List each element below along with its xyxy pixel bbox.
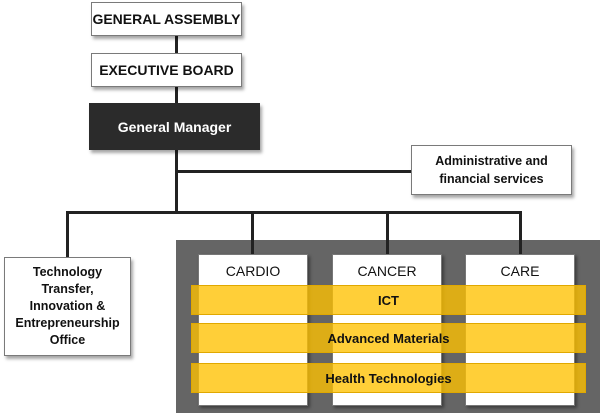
general-manager-box: General Manager: [89, 103, 260, 150]
band-health-technologies-label: Health Technologies: [325, 370, 452, 386]
pillar-cardio-label: CARDIO: [225, 263, 281, 279]
tech-transfer-line4: Entrepreneurship: [15, 316, 120, 330]
general-manager-label: General Manager: [117, 118, 232, 135]
connector-cancer-drop: [386, 211, 389, 255]
connector-admin-branch: [177, 170, 412, 173]
connector-tech-office-drop: [66, 211, 69, 257]
tech-transfer-line5: Office: [49, 333, 86, 347]
admin-services-line1: Administrative and: [435, 154, 548, 168]
band-advanced-materials-label: Advanced Materials: [327, 330, 450, 346]
connector-cardio-drop: [251, 211, 254, 255]
executive-board-label: EXECUTIVE BOARD: [99, 62, 234, 78]
general-assembly-box: GENERAL ASSEMBLY: [91, 2, 242, 36]
band-ict-label: ICT: [378, 292, 399, 308]
tech-transfer-line1: Technology: [32, 265, 103, 279]
pillar-care-label: CARE: [500, 263, 540, 279]
connector-assembly-board: [175, 36, 178, 54]
tech-transfer-line3: Innovation &: [29, 299, 106, 313]
connector-horizontal-bus: [66, 211, 522, 214]
admin-services-line2: financial services: [439, 172, 544, 186]
admin-services-box: Administrative and financial services: [411, 145, 572, 195]
band-health-technologies: Health Technologies: [191, 363, 586, 393]
general-assembly-label: GENERAL ASSEMBLY: [92, 11, 241, 27]
connector-manager-trunk: [175, 150, 178, 212]
tech-transfer-office-box: Technology Transfer, Innovation & Entrep…: [4, 257, 131, 356]
pillar-cancer-label: CANCER: [357, 263, 417, 279]
band-advanced-materials: Advanced Materials: [191, 323, 586, 353]
connector-board-manager: [175, 86, 178, 104]
executive-board-box: EXECUTIVE BOARD: [91, 53, 242, 87]
tech-transfer-line2: Transfer,: [41, 282, 94, 296]
connector-care-drop: [519, 211, 522, 255]
band-ict: ICT: [191, 285, 586, 315]
